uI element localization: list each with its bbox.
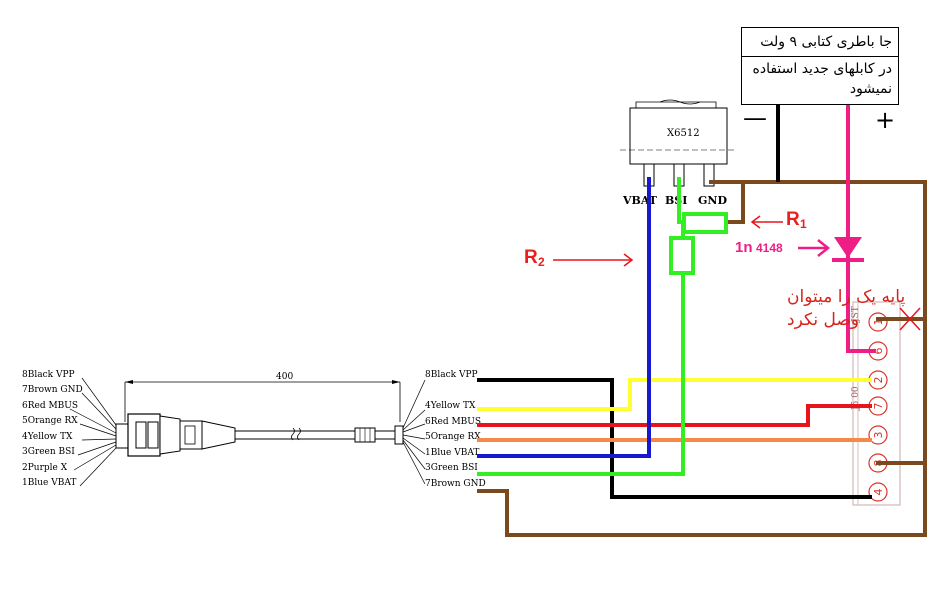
right-pin-list: 8Black VPP 4Yellow TX 6Red MBUS 5Orange …	[425, 370, 486, 489]
chip-label: X6512	[667, 128, 700, 139]
right-pin-label: 3Green BSI	[425, 463, 478, 473]
jst-pin-number: 7	[872, 403, 885, 410]
right-pin-label: 6Red MBUS	[425, 417, 481, 427]
chip-pin-vbat: VBAT	[622, 194, 658, 207]
r2-annotation: R 2	[524, 247, 634, 269]
jst-pin	[868, 425, 888, 445]
jst-label-top: JST	[851, 306, 861, 323]
jst-pin-number: 6	[872, 348, 885, 355]
right-pin-label: 7Brown GND	[425, 479, 486, 489]
jst-pin-number: 3	[872, 432, 885, 439]
left-pin-list: 8Black VPP 7Brown GND 6Red MBUS 5Orange …	[22, 370, 83, 488]
left-pin-label: 1Blue VBAT	[22, 478, 76, 488]
wire-green-bsi	[477, 272, 685, 476]
left-pin-label: 8Black VPP	[22, 370, 75, 380]
resistor-r1	[682, 212, 728, 234]
right-pin-label: 4Yellow TX	[425, 401, 476, 411]
jst-pin-number: 2	[872, 377, 885, 384]
warning-line2: وصل نکرد	[787, 310, 859, 330]
note-line2: در کابلهای جدید استفاده نمیشود	[752, 61, 893, 97]
wire-red-mbus	[477, 404, 872, 427]
right-pin-label: 8Black VPP	[425, 370, 478, 380]
wire-battery-plus	[846, 104, 876, 353]
dimension-value: 400	[276, 372, 293, 382]
left-pin-label: 6Red MBUS	[22, 401, 78, 411]
right-pin-label: 1Blue VBAT	[425, 448, 479, 458]
diode-label-suffix: 4148	[756, 241, 783, 255]
resistor-r2	[669, 236, 695, 275]
left-pin-label: 4Yellow TX	[22, 432, 73, 442]
warning-annotation: پایه یک را میتوان وصل نکرد	[787, 287, 921, 331]
left-pin-label: 7Brown GND	[22, 385, 83, 395]
left-pin-label: 2Purple X	[22, 463, 68, 473]
right-pin-label: 5Orange RX	[425, 432, 481, 442]
r1-annotation: R 1	[750, 209, 807, 231]
chip-pin-gnd: GND	[698, 194, 727, 207]
wire-blue-vbat	[477, 177, 651, 458]
chip-x6512: X6512 VBAT BSI GND	[620, 99, 735, 207]
left-pin-label: 3Green BSI	[22, 447, 75, 457]
cable-drawing: 400	[22, 370, 486, 489]
chip-pin-bsi: BSI	[665, 194, 687, 207]
battery-note-box: جا باطری کتابی ۹ ولت در کابلهای جدید است…	[741, 27, 899, 105]
jst-pin-number: 4	[872, 489, 885, 496]
diode-1n4148	[832, 237, 864, 262]
left-pin-label: 5Orange RX	[22, 416, 78, 426]
r1-subscript: 1	[800, 217, 807, 231]
battery-minus-sign: —	[743, 104, 767, 132]
warning-line1: پایه یک را میتوان	[787, 287, 905, 307]
r1-label: R	[786, 209, 800, 230]
wires	[477, 104, 927, 537]
note-line1: جا باطری کتابی ۹ ولت	[742, 28, 898, 57]
diode-annotation: 1n 4148	[735, 239, 831, 257]
jst-pin-number: 1	[872, 319, 885, 326]
wire-yellow-tx	[477, 378, 872, 411]
r2-label: R	[524, 247, 538, 268]
jst-label-mid: J5 00	[851, 386, 861, 411]
r2-subscript: 2	[538, 255, 545, 269]
battery-plus-sign: +	[875, 106, 896, 134]
wire-brown-gnd	[477, 180, 927, 537]
diode-label-prefix: 1n	[735, 239, 753, 256]
jst-pin	[868, 482, 888, 502]
